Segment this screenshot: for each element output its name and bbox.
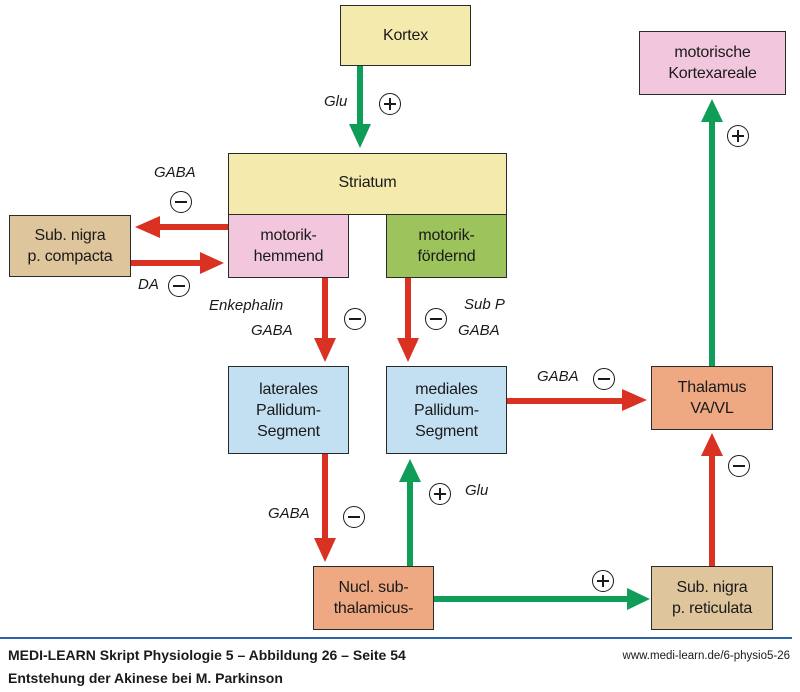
node-label: motorik- <box>260 227 317 244</box>
label-gaba-enkephalin: GABA <box>251 322 293 339</box>
footer-divider <box>0 637 792 639</box>
node-motorische-kortexareale: motorische Kortexareale <box>639 31 786 95</box>
label-subp: Sub P <box>464 296 505 313</box>
node-label: motorik- <box>418 227 475 244</box>
node-label: Kortex <box>382 27 429 44</box>
arrow-sn-compacta-to-hemmend <box>130 252 224 274</box>
node-sn-compacta: Sub. nigra p. compacta <box>9 215 131 277</box>
minus-sign-icon <box>593 368 615 390</box>
node-label: Nucl. sub- <box>338 579 409 596</box>
node-label: mediales <box>415 380 478 398</box>
node-label: p. reticulata <box>671 600 753 617</box>
plus-sign-icon <box>727 125 749 147</box>
node-kortex: Kortex <box>340 5 471 66</box>
node-label: thalamicus- <box>333 600 414 617</box>
label-gaba-subp: GABA <box>458 322 500 339</box>
node-label: Pallidum- <box>414 401 479 419</box>
label-glu-stn: Glu <box>465 482 489 499</box>
arrow-sn-reticulata-to-thalamus <box>701 433 723 566</box>
node-label: Sub. nigra <box>676 579 748 596</box>
arrow-thalamus-to-motor-cortex <box>701 99 723 366</box>
arrow-lateral-pallidum-to-stn <box>314 453 336 562</box>
minus-sign-icon <box>343 506 365 528</box>
node-label: fördernd <box>417 248 476 265</box>
node-label: Thalamus <box>677 379 747 396</box>
arrow-hemmend-to-sn-compacta <box>135 216 228 238</box>
footer-subtitle: Entstehung der Akinese bei M. Parkinson <box>8 670 283 686</box>
label-gaba-sn-compacta: GABA <box>154 164 196 181</box>
node-label: Striatum <box>338 174 397 191</box>
node-thalamus: Thalamus VA/VL <box>651 366 773 430</box>
label-gaba-thalamus: GABA <box>537 368 579 385</box>
label-da: DA <box>138 276 159 293</box>
node-label: hemmend <box>253 248 324 265</box>
minus-sign-icon <box>168 275 190 297</box>
node-sn-reticulata: Sub. nigra p. reticulata <box>651 566 773 630</box>
label-enkephalin: Enkephalin <box>209 297 284 314</box>
node-label: Pallidum- <box>256 401 321 419</box>
arrow-kortex-to-striatum <box>349 65 371 148</box>
node-nucl-subthalamicus: Nucl. sub- thalamicus- <box>313 566 434 630</box>
label-gaba-lateral: GABA <box>268 505 310 522</box>
node-label: p. compacta <box>27 248 113 265</box>
node-label: Sub. nigra <box>34 227 106 244</box>
minus-sign-icon <box>728 455 750 477</box>
minus-sign-icon <box>425 308 447 330</box>
node-mediales-pallidum: mediales Pallidum- Segment <box>386 366 507 454</box>
footer-title: MEDI-LEARN Skript Physiologie 5 – Abbild… <box>8 647 406 663</box>
arrow-stn-to-sn-reticulata <box>433 588 650 610</box>
node-motorik-foerdernd: motorik- fördernd <box>386 214 507 278</box>
node-motorik-hemmend: motorik- hemmend <box>228 214 349 278</box>
minus-sign-icon <box>170 191 192 213</box>
arrow-hemmend-to-lateral-pallidum <box>314 277 336 362</box>
footer-url: www.medi-learn.de/6-physio5-26 <box>622 650 790 662</box>
node-label: motorische <box>674 44 751 61</box>
node-label: Kortexareale <box>668 65 757 82</box>
node-laterales-pallidum: laterales Pallidum- Segment <box>228 366 349 454</box>
node-label: Segment <box>415 422 478 440</box>
node-striatum: Striatum <box>228 153 507 215</box>
plus-sign-icon <box>592 570 614 592</box>
node-label: laterales <box>259 380 318 398</box>
label-glu-kortex: Glu <box>324 93 348 110</box>
minus-sign-icon <box>344 308 366 330</box>
arrow-stn-to-medial-pallidum <box>399 459 421 566</box>
arrow-foerdernd-to-medial-pallidum <box>397 277 419 362</box>
node-label: Segment <box>257 422 320 440</box>
node-label: VA/VL <box>690 400 734 417</box>
plus-sign-icon <box>379 93 401 115</box>
arrow-medial-pallidum-to-thalamus <box>506 389 647 411</box>
plus-sign-icon <box>429 483 451 505</box>
